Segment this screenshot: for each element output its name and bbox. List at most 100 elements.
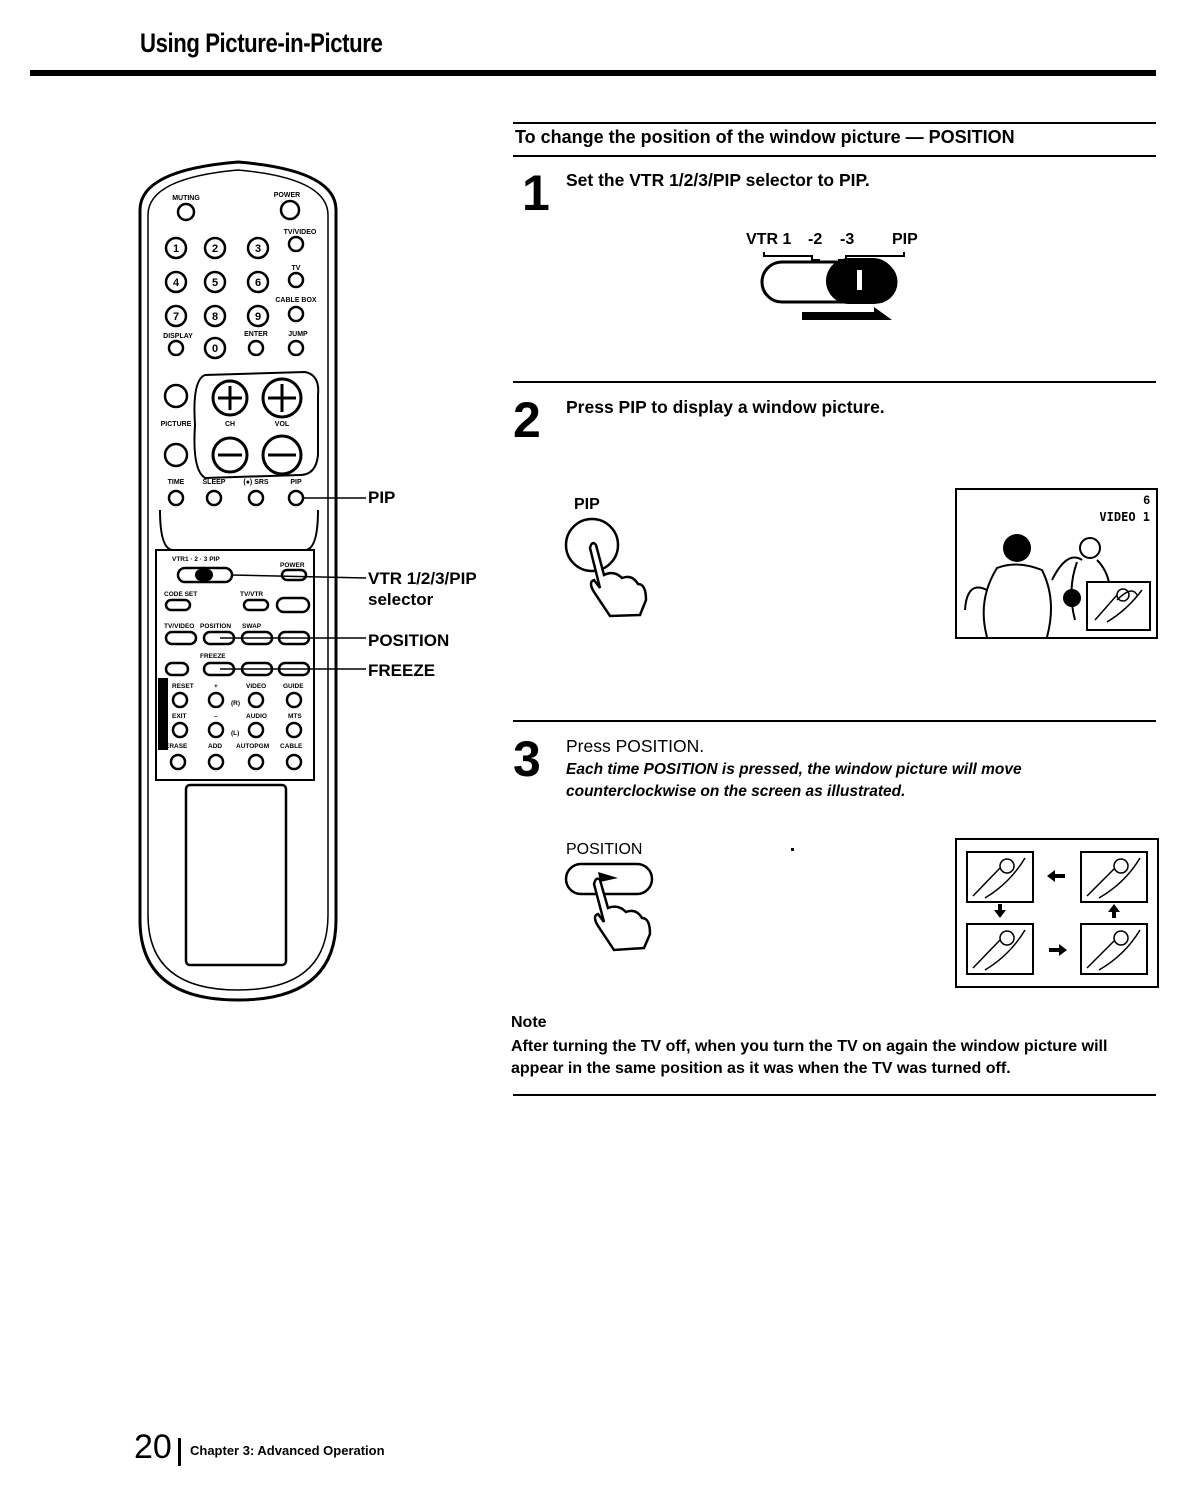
muting-button[interactable] — [176, 202, 196, 222]
digit-2-button[interactable] — [203, 236, 227, 260]
tv-vtr-button[interactable] — [242, 598, 270, 612]
step-3-rule — [513, 720, 1156, 722]
time-button[interactable] — [167, 489, 185, 507]
add-button[interactable] — [207, 753, 225, 771]
position-small-label: POSITION — [200, 623, 231, 630]
channel-up-icon — [218, 386, 242, 410]
digit-0-label: 0 — [212, 343, 218, 355]
press-pip-illustration — [564, 517, 648, 618]
arrow-right-icon — [1049, 944, 1067, 956]
jump-button[interactable] — [287, 339, 305, 357]
cable-box-button[interactable] — [287, 305, 305, 323]
position-cycle-diagram — [955, 838, 1159, 988]
section-heading: To change the position of the window pic… — [515, 127, 1015, 147]
digit-8-button[interactable] — [203, 304, 227, 328]
footer-divider — [178, 1438, 181, 1466]
digit-7-label: 7 — [173, 311, 179, 323]
digit-5-button[interactable] — [203, 270, 227, 294]
digit-3-label: 3 — [255, 243, 261, 255]
selector-2-label: -2 — [808, 231, 822, 248]
power-button[interactable] — [279, 199, 301, 221]
enter-button[interactable] — [247, 339, 265, 357]
step-3-text: Press POSITION. — [566, 736, 705, 756]
rewind-button[interactable] — [164, 630, 198, 646]
arrow-down-icon — [994, 904, 1006, 918]
guide-button[interactable] — [285, 691, 303, 709]
tv-vtr-label: TV/VTR — [240, 591, 263, 598]
vtr-selector-callout: VTR 1/2/3/PIP — [368, 569, 477, 588]
freeze-small-label: FREEZE — [200, 653, 226, 660]
freeze-callout: FREEZE — [368, 661, 436, 680]
code-set-button[interactable] — [164, 598, 192, 612]
digit-5-label: 5 — [212, 277, 218, 289]
exit-button[interactable] — [171, 721, 189, 739]
erase-button[interactable] — [169, 753, 187, 771]
window-top-left — [966, 851, 1034, 903]
note-text: After turning the TV off, when you turn … — [511, 1038, 1108, 1077]
digit-6-button[interactable] — [246, 270, 270, 294]
av-window-strip — [158, 678, 168, 750]
digit-1-button[interactable] — [164, 236, 188, 260]
note-rule — [513, 1094, 1156, 1096]
record-button[interactable] — [164, 661, 190, 677]
remote-cover — [184, 783, 288, 967]
tv-video-label: TV/VIDEO — [284, 229, 317, 236]
autopgm-button[interactable] — [247, 753, 265, 771]
digit-9-label: 9 — [255, 311, 261, 323]
step-2-rule — [513, 381, 1156, 383]
tv-video-button[interactable] — [287, 235, 305, 253]
power2-button[interactable] — [280, 568, 308, 582]
mts-label: MTS — [288, 713, 302, 720]
vtr-selector-knob[interactable] — [195, 569, 213, 581]
erase-label: ERASE — [165, 743, 188, 750]
enter-label: ENTER — [244, 331, 268, 338]
window-bottom-left — [966, 923, 1034, 975]
sleep-button[interactable] — [205, 489, 223, 507]
video-button[interactable] — [247, 691, 265, 709]
srs-button[interactable] — [247, 489, 265, 507]
tv-button[interactable] — [287, 271, 305, 289]
audio-button[interactable] — [247, 721, 265, 739]
digit-1-label: 1 — [173, 243, 179, 255]
screen-source-label: VIDEO 1 — [1099, 510, 1150, 524]
picture-plus-button[interactable] — [163, 383, 189, 409]
sleep-label: SLEEP — [203, 479, 226, 486]
reset-label: RESET — [172, 683, 194, 690]
cable-box-label: CABLE BOX — [275, 297, 317, 304]
cable-label: CABLE — [280, 743, 303, 750]
plus-button[interactable] — [207, 691, 225, 709]
video-label: VIDEO — [246, 683, 266, 690]
display-button[interactable] — [167, 339, 185, 357]
digit-4-button[interactable] — [164, 270, 188, 294]
picture-minus-button[interactable] — [163, 442, 189, 468]
step-1-text: Set the VTR 1/2/3/PIP selector to PIP. — [566, 170, 870, 190]
digit-2-label: 2 — [212, 243, 218, 255]
tv-label: TV — [292, 265, 301, 272]
press-position-illustration — [564, 862, 654, 952]
remote-control-illustration: MUTING POWER TV/VIDEO TV CABLE BOX DISPL… — [138, 160, 367, 1002]
volume-up-icon — [268, 384, 296, 412]
r-label: (R) — [231, 700, 240, 707]
digit-9-button[interactable] — [246, 304, 270, 328]
vol-label: VOL — [275, 421, 290, 428]
ch-plus-button[interactable] — [275, 596, 311, 614]
digit-8-label: 8 — [212, 311, 218, 323]
digit-4-label: 4 — [173, 277, 180, 289]
pip-small-label: PIP — [290, 479, 302, 486]
page-number: 20 — [134, 1428, 172, 1466]
step-1-number: 1 — [522, 165, 550, 221]
cable-button[interactable] — [285, 753, 303, 771]
section-rule-top — [513, 122, 1156, 124]
digit-3-button[interactable] — [246, 236, 270, 260]
mts-button[interactable] — [285, 721, 303, 739]
digit-0-button[interactable] — [203, 336, 227, 360]
window-top-right — [1080, 851, 1148, 903]
reset-button[interactable] — [171, 691, 189, 709]
minus-button[interactable] — [207, 721, 225, 739]
screen-channel-number: 6 — [1143, 493, 1150, 507]
selector-diagram: VTR 1 -2 -3 PIP — [746, 231, 918, 320]
digit-7-button[interactable] — [164, 304, 188, 328]
selector-pip-label: PIP — [892, 231, 918, 248]
code-set-label: CODE SET — [164, 591, 197, 598]
pip-button[interactable] — [287, 489, 305, 507]
